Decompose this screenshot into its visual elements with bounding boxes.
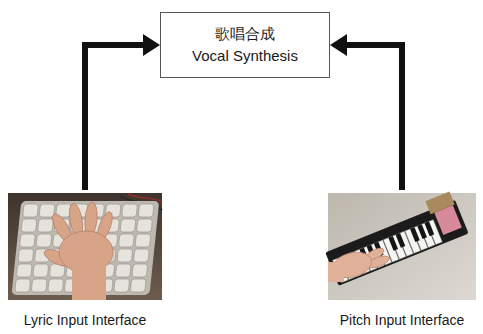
- black-key: [410, 227, 420, 242]
- box-label: Vocal Synthesis: [192, 45, 298, 67]
- keypad-key: [138, 204, 154, 217]
- connector-arrow: [330, 34, 402, 190]
- keypad-key: [133, 249, 149, 262]
- keypad-key: [48, 279, 64, 292]
- pitch-input-node: Pitch Input Interface: [328, 193, 476, 329]
- keypad-key: [15, 279, 31, 292]
- lyric-photo-ground: [8, 193, 162, 300]
- keypad-key: [137, 219, 153, 232]
- keypad-key: [19, 234, 35, 247]
- keypad-key: [120, 219, 136, 232]
- connector-line: [85, 45, 143, 190]
- cable: [128, 194, 162, 202]
- keypad-key: [16, 264, 32, 277]
- keypad-key: [135, 234, 151, 247]
- hand: [328, 246, 391, 282]
- keypad-key: [38, 219, 54, 232]
- keypad-key: [23, 204, 39, 217]
- black-key: [425, 221, 435, 236]
- synthesis-box: 歌唱合成Vocal Synthesis: [160, 12, 330, 78]
- lyric-input-node: Lyric Input Interface: [8, 193, 162, 329]
- black-key: [388, 236, 398, 251]
- keypad-key: [122, 204, 138, 217]
- keypad-key: [18, 249, 34, 262]
- keyboard-body: [325, 200, 468, 286]
- photo-caption: Pitch Input Interface: [328, 312, 476, 329]
- keypad-key: [130, 279, 146, 292]
- keypad-key: [114, 279, 130, 292]
- keypad-key: [117, 249, 133, 262]
- keypad-key: [21, 219, 37, 232]
- box-label: 歌唱合成: [215, 23, 275, 45]
- photo-caption: Lyric Input Interface: [8, 312, 162, 329]
- connector-line: [347, 45, 402, 190]
- wrist: [328, 262, 344, 282]
- keypad-key: [118, 234, 134, 247]
- keypad-key: [31, 279, 47, 292]
- keypad-key: [115, 264, 131, 277]
- keypad-key: [36, 234, 52, 247]
- arrow-head: [143, 34, 160, 56]
- black-key: [396, 233, 406, 248]
- hand: [42, 202, 115, 300]
- keyboard: [322, 191, 469, 286]
- connector-arrow: [85, 34, 160, 190]
- keypad-key: [33, 264, 49, 277]
- control-panel: [434, 205, 462, 235]
- wrist: [72, 262, 106, 300]
- keypad-key: [132, 264, 148, 277]
- black-key: [417, 224, 427, 239]
- arrow-head: [330, 34, 347, 56]
